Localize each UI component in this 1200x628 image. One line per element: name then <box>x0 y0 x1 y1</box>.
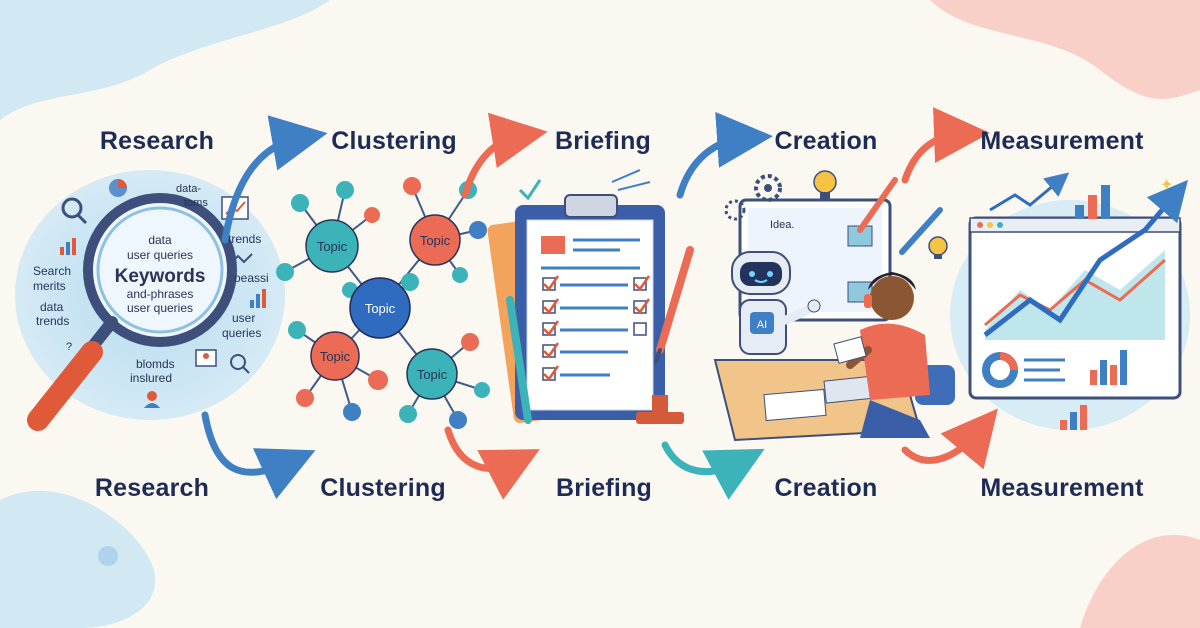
sparkle-icon: ✦ <box>1160 175 1173 194</box>
pie-chart-icon <box>109 179 127 197</box>
arrow-creation-to-measurement-top <box>901 107 990 184</box>
topic-node-right: Topic <box>409 214 461 266</box>
word-data-toms-1: data- <box>176 183 201 195</box>
label-clustering-top: Clustering <box>331 127 457 155</box>
research-illustration: data user queries Keywords and-phrases u… <box>15 170 285 431</box>
flow-arrows <box>201 107 998 500</box>
briefing-illustration <box>487 169 694 424</box>
person-icon <box>147 391 157 401</box>
word-queries: queries <box>222 326 261 340</box>
check-marks <box>543 275 651 381</box>
label-measurement-bottom: Measurement <box>980 474 1144 502</box>
measurement-illustration: ✦ <box>950 172 1190 430</box>
word-merits: merits <box>33 279 66 293</box>
stamp-icon <box>636 412 684 424</box>
arrow-clustering-to-briefing-top <box>461 112 548 199</box>
brief-text-lines <box>541 238 640 377</box>
word-search: Search <box>33 264 71 278</box>
pen-icon <box>857 177 898 233</box>
lens-line-2: user queries <box>127 248 193 262</box>
brief-image-block <box>541 236 565 254</box>
question-icon: ? <box>66 341 72 353</box>
label-measurement-top: Measurement <box>980 127 1144 155</box>
creation-illustration: Idea. AI <box>713 170 955 442</box>
bar-chart-icon <box>60 238 76 255</box>
word-trends: trends <box>228 232 261 246</box>
label-clustering-bottom: Clustering <box>320 474 446 502</box>
magnifier-icon <box>83 193 237 347</box>
lens-line-1: data <box>148 233 172 247</box>
label-research-bottom: Research <box>94 474 210 502</box>
lightbulb-icon-2 <box>928 236 948 259</box>
topic-node-center: Topic <box>349 277 411 339</box>
label-briefing-top: Briefing <box>554 127 652 155</box>
arrow-briefing-to-creation-top <box>676 111 773 199</box>
clipboard-clip <box>564 194 618 218</box>
arrow-research-to-clustering-top <box>221 115 328 244</box>
top-bar-chart-icon <box>1075 185 1110 219</box>
small-search-icon-2 <box>230 354 246 370</box>
label-research-top: Research <box>99 127 215 155</box>
idea-label: Idea. <box>770 219 794 231</box>
svg-text:AI: AI <box>757 319 767 331</box>
pie-chart-icon-dashboard <box>982 352 1018 388</box>
arrow-creation-to-measurement-bottom <box>901 408 998 470</box>
word-trends-2: trends <box>36 314 69 328</box>
gear-icon <box>754 174 782 202</box>
pencil-right-icon <box>656 246 694 354</box>
bar-chart-icon-2 <box>250 289 266 308</box>
pen-icon-2 <box>899 207 943 255</box>
word-data-toms-2: toms <box>184 197 208 209</box>
pencil-left-icon <box>506 296 532 424</box>
gear-icon-2 <box>724 199 746 221</box>
svg-text:Topic: Topic <box>365 301 396 316</box>
svg-text:Topic: Topic <box>320 349 351 364</box>
tick-icon <box>518 179 542 201</box>
svg-text:Topic: Topic <box>420 233 451 248</box>
small-trend-icon <box>989 172 1070 212</box>
topic-node-bottom-right: Topic <box>406 348 458 400</box>
word-blomds: blomds <box>136 357 175 371</box>
clustering-illustration: Topic Topic Topic Topic Topic <box>276 177 490 429</box>
word-data: data <box>40 300 64 314</box>
label-briefing-bottom: Briefing <box>555 474 653 502</box>
svg-text:Topic: Topic <box>317 239 348 254</box>
paper-sheet <box>763 388 827 422</box>
label-creation-top: Creation <box>774 127 878 155</box>
lens-line-4: and-phrases <box>127 287 194 301</box>
arrow-clustering-to-briefing-bottom <box>444 426 540 500</box>
small-search-icon <box>61 197 83 219</box>
lightbulb-icon <box>813 170 837 199</box>
word-inslured: inslured <box>130 371 172 385</box>
mini-bar-chart <box>1090 350 1127 385</box>
label-creation-bottom: Creation <box>774 474 878 502</box>
legend-lines <box>1024 358 1065 382</box>
arrow-briefing-to-creation-bottom <box>661 441 765 500</box>
bottom-bar-chart-icon <box>1060 405 1087 430</box>
topic-node-left: Topic <box>305 219 359 273</box>
arrow-research-to-clustering-bottom <box>201 411 316 500</box>
robot-icon: AI <box>731 251 821 355</box>
lens-keywords: Keywords <box>115 266 206 287</box>
person-with-headphones-icon <box>833 272 955 438</box>
trend-arrow <box>983 179 1189 337</box>
svg-text:Topic: Topic <box>417 367 448 382</box>
word-oeassi: oeassi <box>234 271 269 285</box>
topic-node-bottom-left: Topic <box>310 331 360 381</box>
word-user: user <box>232 311 255 325</box>
lens-line-5: user queries <box>127 301 193 315</box>
